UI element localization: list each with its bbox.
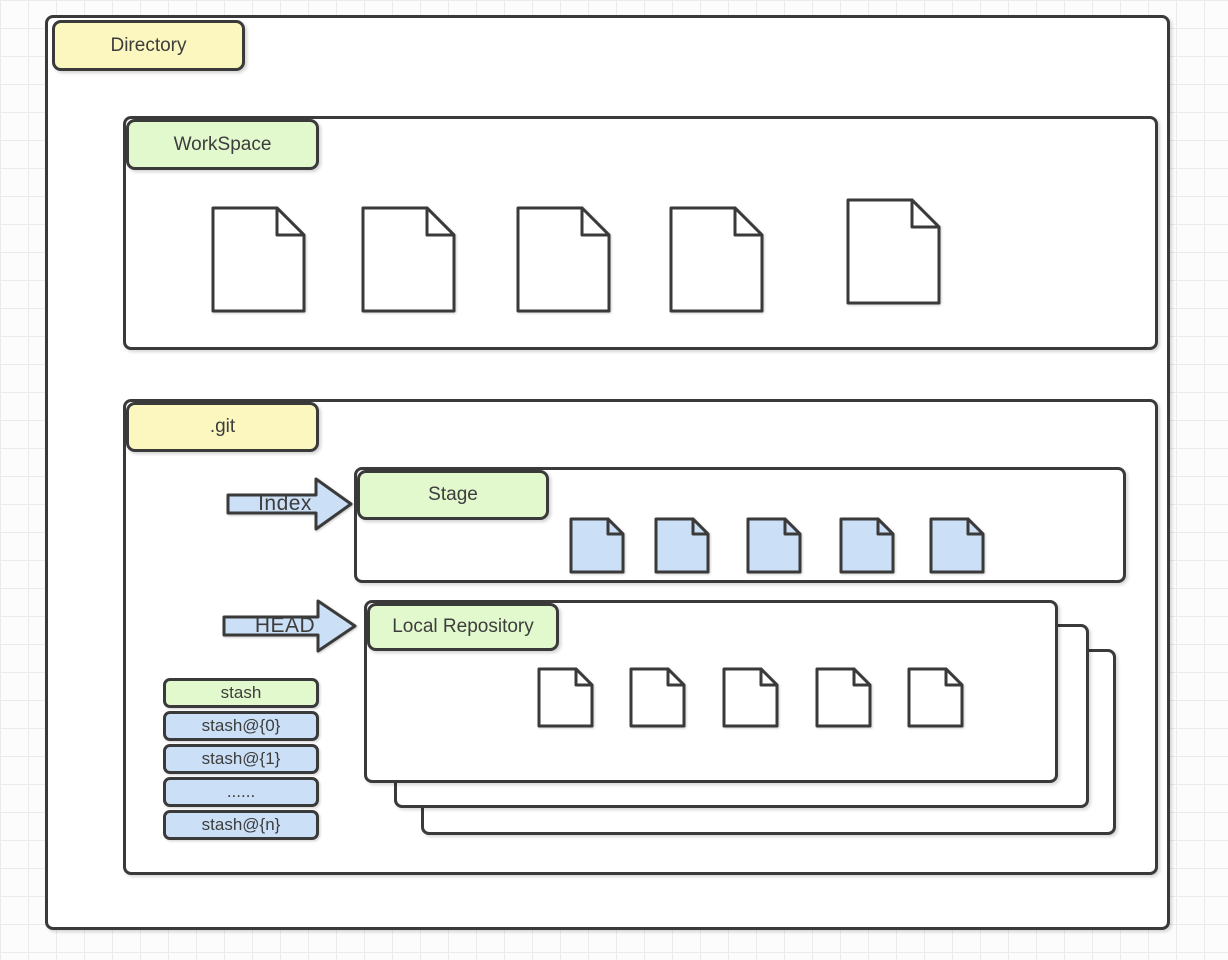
- stash-label: stash: [163, 678, 319, 708]
- file-icon: [629, 667, 686, 733]
- stash-entry: stash@{0}: [163, 711, 319, 741]
- file-icon: [516, 206, 611, 318]
- file-icon: [654, 517, 710, 579]
- right-arrow-icon: [222, 599, 357, 653]
- directory-label-text: Directory: [110, 34, 187, 56]
- file-note-icon: [654, 517, 710, 574]
- stash-entries: stash@{0}stash@{1}......stash@{n}: [163, 711, 319, 840]
- file-note-icon: [211, 206, 306, 313]
- file-icon: [537, 667, 594, 733]
- file-note-icon: [537, 667, 594, 728]
- file-note-icon: [907, 667, 964, 728]
- stage-label: Stage: [357, 470, 549, 520]
- file-note-icon: [361, 206, 456, 313]
- file-icon: [929, 517, 985, 579]
- file-icon: [722, 667, 779, 733]
- file-note-icon: [929, 517, 985, 574]
- file-note-icon: [815, 667, 872, 728]
- file-note-icon: [516, 206, 611, 313]
- file-icon: [815, 667, 872, 733]
- file-note-icon: [569, 517, 625, 574]
- file-note-icon: [746, 517, 802, 574]
- stash-stack: stash stash@{0}stash@{1}......stash@{n}: [163, 678, 319, 843]
- file-note-icon: [669, 206, 764, 313]
- file-note-icon: [629, 667, 686, 728]
- index-arrow: Index: [226, 476, 354, 532]
- workspace-files: [126, 119, 1155, 347]
- stash-entry: stash@{n}: [163, 810, 319, 840]
- file-note-icon: [846, 198, 941, 305]
- stash-label-text: stash: [220, 683, 262, 702]
- stash-entry: ......: [163, 777, 319, 807]
- local-repo-label: Local Repository: [367, 603, 559, 651]
- file-icon: [569, 517, 625, 579]
- workspace-box: WorkSpace: [123, 116, 1158, 350]
- head-arrow: HEAD: [222, 598, 358, 654]
- workspace-label: WorkSpace: [126, 119, 319, 170]
- file-icon: [907, 667, 964, 733]
- local-repo-label-text: Local Repository: [392, 616, 534, 637]
- git-label: .git: [126, 402, 319, 452]
- file-icon: [361, 206, 456, 318]
- directory-box: Directory WorkSpace .git Index: [45, 15, 1170, 930]
- right-arrow-icon: [226, 477, 353, 531]
- file-note-icon: [839, 517, 895, 574]
- stage-files: [357, 470, 1123, 580]
- local-repo-files: [367, 603, 1055, 780]
- local-repo-box: Local Repository: [364, 600, 1058, 783]
- index-arrow-label: Index: [258, 492, 312, 515]
- file-icon: [839, 517, 895, 579]
- file-icon: [211, 206, 306, 318]
- stage-box: Stage: [354, 467, 1126, 583]
- file-icon: [669, 206, 764, 318]
- git-label-text: .git: [209, 416, 236, 437]
- head-arrow-label: HEAD: [254, 614, 316, 637]
- directory-label: Directory: [52, 20, 245, 71]
- stash-entry: stash@{1}: [163, 744, 319, 774]
- stage-label-text: Stage: [428, 484, 478, 505]
- file-icon: [746, 517, 802, 579]
- file-note-icon: [722, 667, 779, 728]
- git-box: .git Index Stage HEAD: [123, 399, 1158, 875]
- workspace-label-text: WorkSpace: [173, 133, 272, 155]
- file-icon: [846, 198, 941, 310]
